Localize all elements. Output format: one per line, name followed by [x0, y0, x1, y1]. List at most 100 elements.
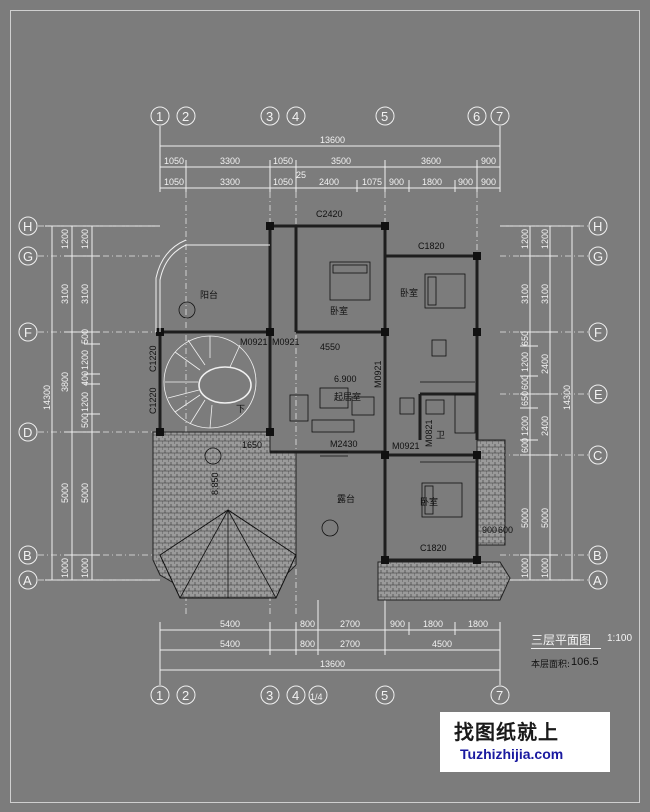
dim-right-total: 14300: [562, 385, 572, 410]
watermark-logo: 找图纸就上 Tuzhizhijia.com: [440, 712, 610, 772]
area-label: 本层面积:: [531, 660, 571, 670]
drawing-frame: [10, 10, 640, 803]
dim-top-r2-4: 1075: [362, 177, 382, 187]
axis-F-right: F: [594, 325, 602, 340]
dim-right-i4: 600: [520, 375, 530, 390]
plan-title: 三层平面图: [531, 633, 592, 647]
dim-right-o3: 2400: [540, 416, 550, 436]
label-c2420: C2420: [316, 209, 343, 219]
watermark-chinese: 找图纸就上: [454, 720, 559, 744]
top-dimension-texts: 13600 1050 3300 1050 3500 3600 900 25 10…: [164, 135, 496, 187]
dim-left-i5: 1200: [80, 392, 90, 412]
right-dimension-texts: 1200 3100 650 1200 600 650 1200 600 5000…: [520, 229, 572, 578]
furniture: [178, 261, 476, 537]
dim-top-r2-6: 1800: [422, 177, 442, 187]
axis-4-top: 4: [292, 109, 299, 124]
dim-top-small: 25: [296, 170, 306, 180]
bottom-dimension-texts: 5400 800 2700 900 1800 1800 5400 800 270…: [220, 619, 488, 669]
drawing-title-block: 三层平面图 1:100 本层面积: 106.5: [531, 631, 641, 671]
dim-left-total: 14300: [42, 385, 52, 410]
dim-left-o2: 3800: [60, 372, 70, 392]
room-bath: 卫: [436, 431, 445, 441]
label-c1820-bottom: C1820: [420, 543, 447, 553]
dim-left-i8: 1000: [80, 558, 90, 578]
dim-right-i0: 1200: [520, 229, 530, 249]
axis-D-left: D: [23, 425, 32, 440]
room-living: 起居室: [334, 391, 361, 403]
axis-bubbles-sides: [18, 216, 608, 590]
dim-top-total: 13600: [320, 135, 345, 145]
label-600: 600: [498, 525, 513, 535]
axis-bubbles-top: [150, 106, 510, 126]
label-c1220-1: C1220: [148, 345, 158, 372]
dim-right-o5: 1000: [540, 558, 550, 578]
axis-3-bottom: 3: [266, 688, 273, 703]
axis-H-left: H: [23, 219, 32, 234]
room-bedroom-2: 卧室: [400, 287, 418, 299]
dim-top-r1-4: 3600: [421, 156, 441, 166]
axis-labels-left: H G F D B A: [23, 219, 33, 588]
label-4550: 4550: [320, 342, 340, 352]
dim-top-r2-8: 900: [481, 177, 496, 187]
axis-grid-lines: [38, 192, 588, 615]
dim-left-i7: 5000: [80, 483, 90, 503]
dim-right-i8: 5000: [520, 508, 530, 528]
dim-top-r2-5: 900: [389, 177, 404, 187]
left-dimension-texts: 14300 1200 3100 3800 5000 1000 1200 3100…: [42, 229, 90, 578]
axis-labels-top: 1 2 3 4 5 6 7: [156, 109, 503, 124]
bottom-right-roof-hatch: [377, 561, 511, 601]
axis-A-right: A: [593, 573, 602, 588]
plan-scale: 1:100: [607, 633, 633, 644]
dim-bot-r2-2: 2700: [340, 639, 360, 649]
label-m0821: M0821: [424, 419, 434, 447]
dim-top-r2-3: 2400: [319, 177, 339, 187]
label-c1820-top: C1820: [418, 241, 445, 251]
dim-right-o4: 5000: [540, 508, 550, 528]
label-m2430: M2430: [330, 439, 358, 449]
label-m0921-3: M0921: [373, 360, 383, 388]
axis-E-right: E: [594, 387, 603, 402]
room-bedroom-1: 卧室: [330, 305, 348, 317]
dim-top-r2-1: 3300: [220, 177, 240, 187]
axis-6-top: 6: [473, 109, 480, 124]
dim-right-o1: 3100: [540, 284, 550, 304]
dim-right-i3: 1200: [520, 352, 530, 372]
dim-bot-r1-5: 1800: [468, 619, 488, 629]
balcony-outline: [159, 244, 270, 332]
dim-left-i2: 500: [80, 329, 90, 344]
axis-labels-bottom: 1 2 3 4 1/4 5 7: [156, 688, 503, 703]
axis-labels-right: H G F E C B A: [593, 219, 603, 588]
walls: [158, 224, 479, 562]
dim-left-i6: 500: [80, 413, 90, 428]
axis-F-left: F: [24, 325, 32, 340]
axis-1-top: 1: [156, 109, 163, 124]
label-8850: 8.850: [210, 472, 220, 495]
dim-top-r1-2: 1050: [273, 156, 293, 166]
dim-bot-r2-0: 5400: [220, 639, 240, 649]
axis-B-right: B: [593, 548, 602, 563]
axis-2-bottom: 2: [182, 688, 189, 703]
axis-1-4-bottom: 1/4: [310, 692, 323, 702]
axis-B-left: B: [23, 548, 32, 563]
dim-right-i7: 600: [520, 438, 530, 453]
dim-right-i2: 650: [520, 331, 530, 346]
dim-top-r2-2: 1050: [273, 177, 293, 187]
dim-left-i3: 1200: [80, 350, 90, 370]
dim-bot-r2-3: 4500: [432, 639, 452, 649]
dim-right-i9: 1000: [520, 558, 530, 578]
axis-2-top: 2: [182, 109, 189, 124]
label-level-6900: 6.900: [334, 374, 357, 384]
axis-5-top: 5: [381, 109, 388, 124]
room-bedroom-3: 卧室: [420, 496, 438, 508]
dim-left-i4: 400: [80, 371, 90, 386]
dim-left-o1: 3100: [60, 284, 70, 304]
stair-down-label: 下: [236, 405, 245, 415]
spiral-stair: [163, 335, 257, 429]
dim-left-o0: 1200: [60, 229, 70, 249]
label-m0921-4: M0921: [392, 441, 420, 451]
dim-right-i5: 650: [520, 391, 530, 406]
dim-top-r1-0: 1050: [164, 156, 184, 166]
dim-top-r1-1: 3300: [220, 156, 240, 166]
axis-7-top: 7: [496, 109, 503, 124]
